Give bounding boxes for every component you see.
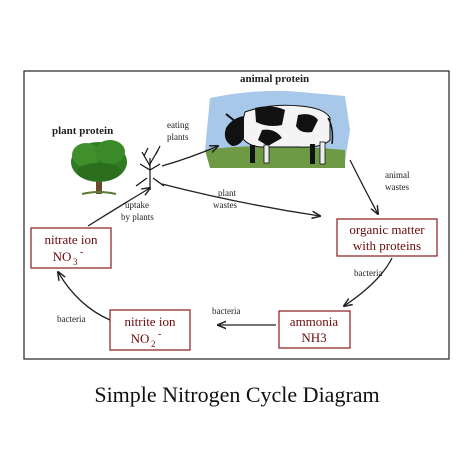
organic-line1: organic matter <box>349 222 425 237</box>
nitrite-formula: NO <box>131 331 150 346</box>
label-bacteria-left: bacteria <box>57 314 85 324</box>
label-eating-1: eating <box>167 120 189 130</box>
nitrite-line1: nitrite ion <box>125 314 176 329</box>
nitrite-superscript: - <box>158 329 161 340</box>
label-animal-wastes-1: animal <box>385 170 410 180</box>
label-bacteria-right: bacteria <box>354 268 382 278</box>
sprout-icon <box>135 145 165 190</box>
label-uptake-1: uptake <box>125 200 149 210</box>
arrow-bacteria-left <box>58 272 111 321</box>
cow-illustration <box>205 90 350 168</box>
label-plant-wastes-1: plant <box>218 188 236 198</box>
label-plant-wastes-2: wastes <box>213 200 237 210</box>
label-animal-wastes-2: wastes <box>385 182 409 192</box>
organic-line2: with proteins <box>353 238 421 253</box>
arrow-eating-plants <box>161 146 218 167</box>
diagram-caption: Simple Nitrogen Cycle Diagram <box>94 382 379 407</box>
nitrate-superscript: - <box>80 247 83 258</box>
arrow-bacteria-right <box>344 257 393 306</box>
label-plant-protein: plant protein <box>52 125 113 137</box>
arrow-plant-wastes <box>161 183 320 216</box>
organic-matter-box: organic matter with proteins <box>336 218 438 257</box>
label-eating-2: plants <box>167 132 189 142</box>
label-bacteria-bottom: bacteria <box>212 306 240 316</box>
nitrite-box: nitrite ion NO 2 - <box>109 309 191 351</box>
ammonia-line1: ammonia <box>290 314 339 329</box>
diagram-frame <box>23 70 450 360</box>
arrow-animal-wastes <box>349 159 378 214</box>
cycle-arrows <box>58 146 393 325</box>
label-uptake-2: by plants <box>121 212 154 222</box>
nitrate-line1: nitrate ion <box>44 232 98 247</box>
label-animal-protein: animal protein <box>240 73 309 85</box>
tree-illustration <box>71 140 127 195</box>
nitrite-subscript: 2 <box>151 339 156 349</box>
nitrate-box: nitrate ion NO 3 - <box>30 227 112 269</box>
ammonia-box: ammonia NH3 <box>278 310 351 349</box>
arrow-uptake <box>87 188 150 227</box>
nitrate-formula: NO <box>53 249 72 264</box>
ammonia-line2: NH3 <box>301 330 326 345</box>
nitrate-subscript: 3 <box>73 257 78 267</box>
